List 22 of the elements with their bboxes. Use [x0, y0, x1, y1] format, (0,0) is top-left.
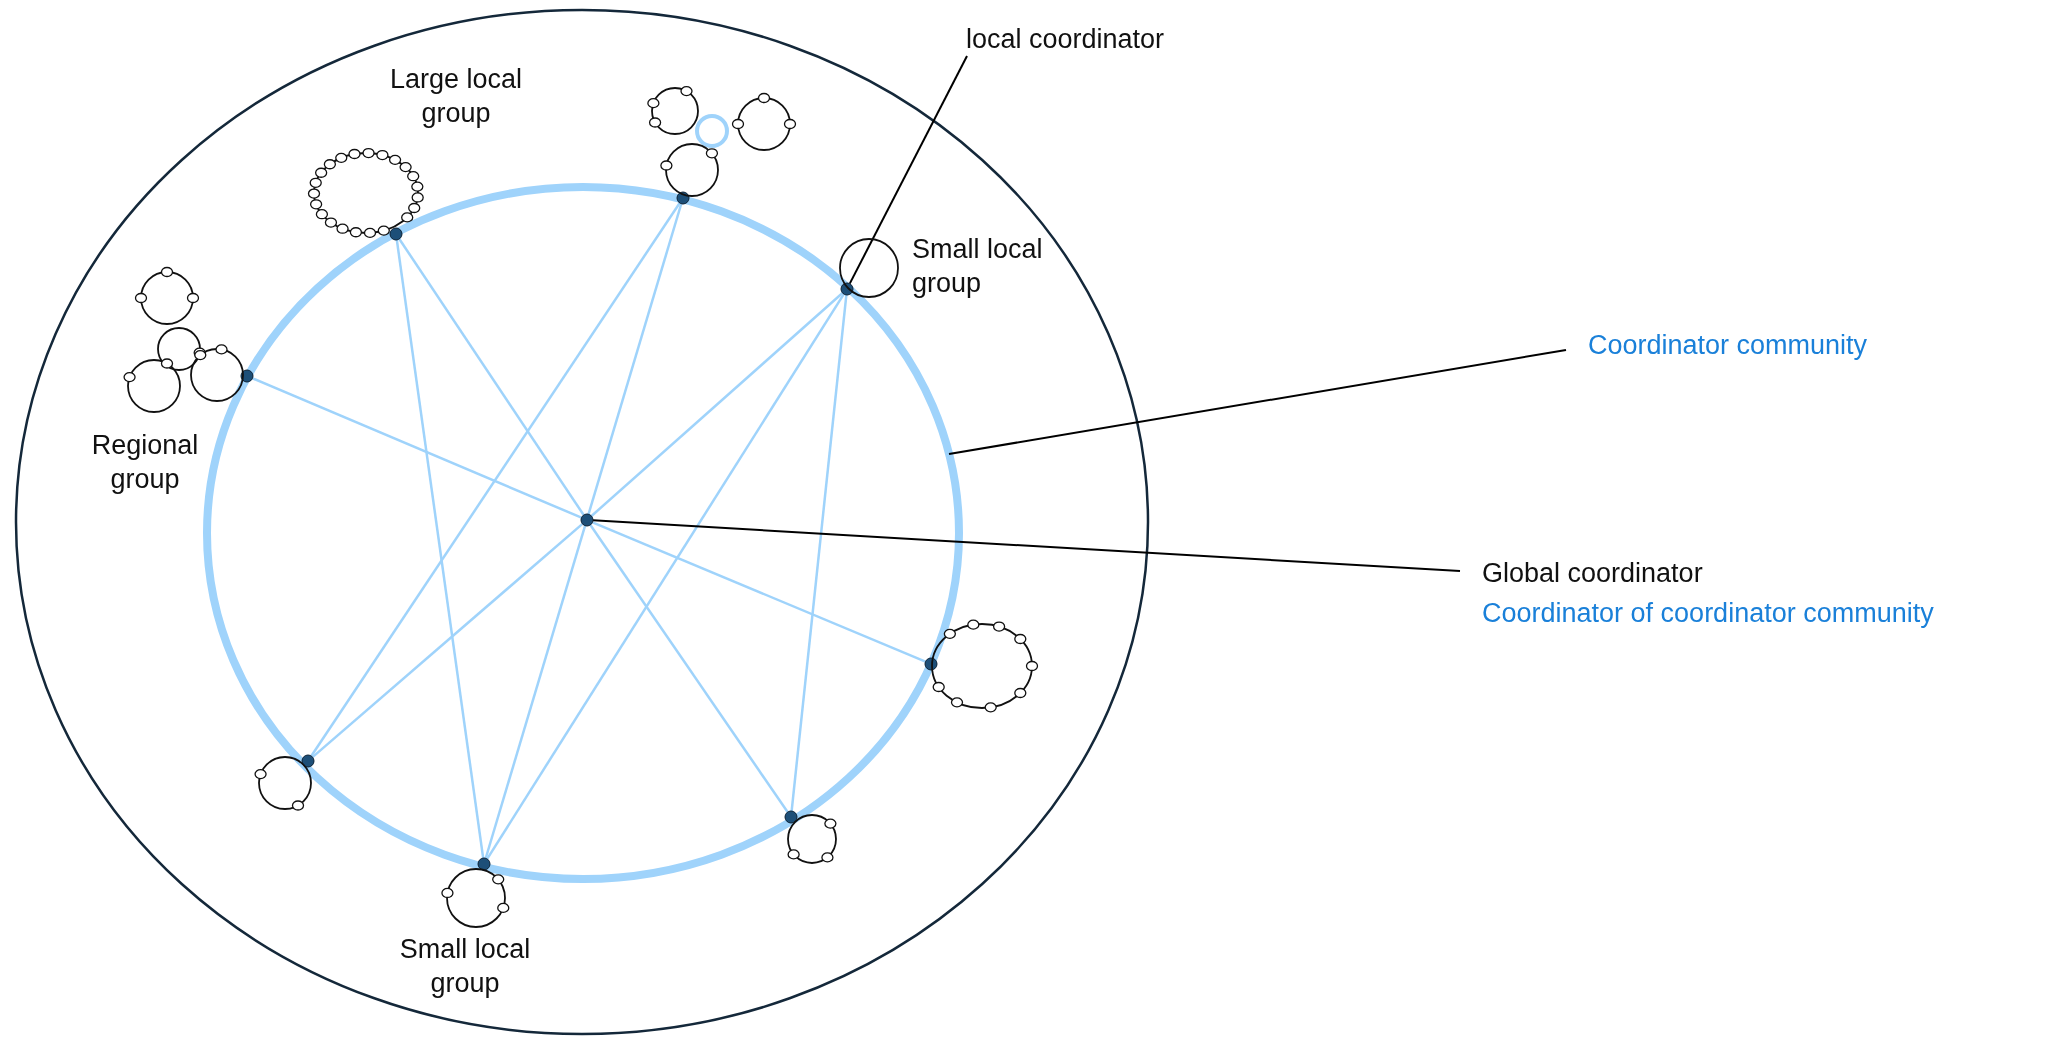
link-line — [311, 522, 584, 759]
callout-label: Global coordinator — [1482, 557, 1704, 590]
callout-label: Coordinator community — [1588, 329, 1869, 362]
link-line — [398, 238, 585, 516]
group-label: Small local group — [912, 233, 1044, 300]
link-line — [790, 294, 848, 812]
link-line — [590, 292, 844, 517]
link-line — [484, 203, 683, 859]
link-line — [589, 524, 789, 813]
link-line — [252, 377, 582, 519]
leader-line — [948, 349, 1567, 455]
leader-line — [848, 55, 968, 285]
callout-label: local coordinator — [966, 23, 1166, 56]
group-label: Large local group — [388, 63, 524, 130]
link-line — [592, 521, 926, 663]
leader-line — [592, 519, 1461, 572]
link-line — [310, 202, 681, 757]
group-label: Regional group — [90, 429, 200, 496]
callout-label: Coordinator of coordinator community — [1482, 597, 1935, 630]
link-line — [395, 239, 485, 859]
group-label: Small local group — [398, 933, 532, 1000]
link-line — [486, 293, 845, 860]
